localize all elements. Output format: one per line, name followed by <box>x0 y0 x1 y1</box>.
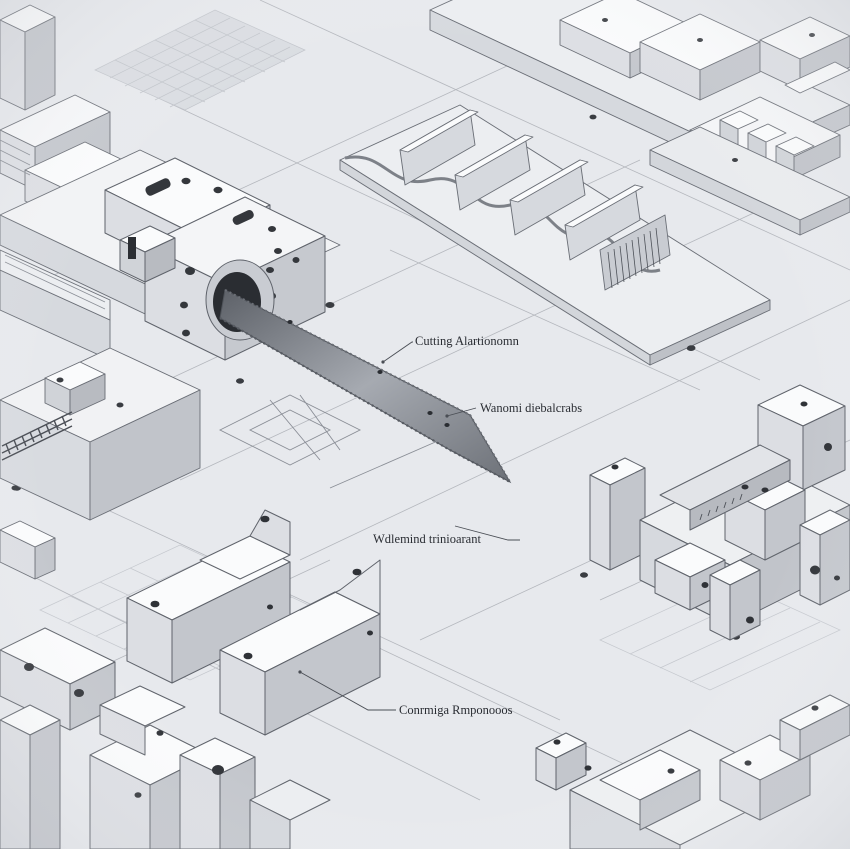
callout-welemind: Wdlemind trinioarant <box>373 532 481 546</box>
callout-conmiga: Conrmiga Rmponooos <box>399 703 513 717</box>
tray-hole <box>687 345 695 351</box>
callout-cutting: Cutting Alartionomn <box>415 334 520 348</box>
callout-wanomi: Wanomi diebalcrabs <box>480 401 582 415</box>
